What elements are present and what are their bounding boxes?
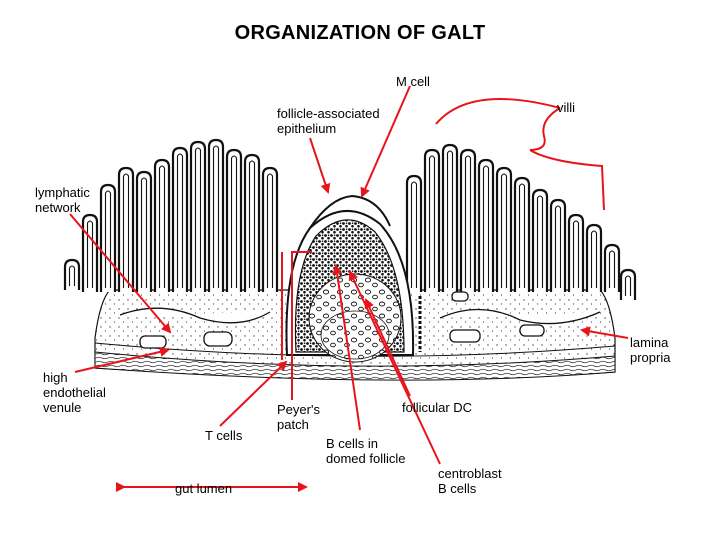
arrow-hev bbox=[74, 346, 170, 373]
label-follicle-epithelium: follicle-associated epithelium bbox=[277, 106, 380, 136]
villus bbox=[189, 140, 207, 292]
arrow-b-cells-domed bbox=[332, 264, 361, 431]
villus-core bbox=[194, 147, 202, 288]
label-hev: high endothelial venule bbox=[43, 370, 106, 415]
villus-core bbox=[590, 230, 598, 288]
arrow-centroblast bbox=[348, 270, 441, 465]
villus bbox=[619, 268, 637, 300]
villus bbox=[423, 148, 441, 292]
villus bbox=[225, 148, 243, 292]
villus-core bbox=[572, 220, 580, 288]
villus-core bbox=[608, 250, 616, 288]
villus-core bbox=[158, 165, 166, 288]
peyers-patch-dome bbox=[285, 210, 415, 363]
label-villi: villi bbox=[557, 100, 576, 115]
label-lymphatic-network: lymphatic network bbox=[35, 185, 90, 215]
arrow-follicular-dc bbox=[364, 298, 411, 397]
figure-title: ORGANIZATION OF GALT bbox=[234, 22, 486, 44]
villus-core bbox=[518, 183, 526, 288]
villus bbox=[405, 174, 423, 292]
label-m-cell: M cell bbox=[396, 74, 430, 89]
villus-core bbox=[624, 275, 632, 296]
lymphatic-vessels bbox=[119, 291, 601, 352]
villus-core bbox=[248, 160, 256, 288]
villus-core bbox=[446, 150, 454, 288]
villus bbox=[63, 258, 81, 290]
villus bbox=[261, 166, 279, 292]
villus-core bbox=[122, 173, 130, 288]
villus-core bbox=[464, 155, 472, 288]
villus-core bbox=[140, 177, 148, 288]
villi-group bbox=[63, 138, 637, 300]
villus bbox=[81, 213, 99, 292]
arrow-m-cell bbox=[360, 85, 411, 198]
villus bbox=[99, 183, 117, 292]
villus-core bbox=[428, 155, 436, 288]
villus bbox=[549, 198, 567, 292]
villus-core bbox=[104, 190, 112, 288]
villus bbox=[135, 170, 153, 292]
villus bbox=[603, 243, 621, 292]
villus bbox=[585, 223, 603, 292]
villus bbox=[441, 143, 459, 292]
villus-core bbox=[86, 220, 94, 288]
villus-core bbox=[266, 173, 274, 288]
bracket-villi-mid bbox=[529, 107, 561, 151]
label-centroblast: centroblast B cells bbox=[438, 466, 502, 496]
label-gut-lumen: gut lumen bbox=[175, 481, 233, 496]
villus-core bbox=[410, 181, 418, 288]
villus bbox=[477, 158, 495, 292]
label-peyers-patch: Peyer's patch bbox=[277, 402, 320, 432]
villus-core bbox=[536, 195, 544, 288]
villus bbox=[567, 213, 585, 292]
villus-core bbox=[230, 155, 238, 288]
annotation-arrows bbox=[69, 85, 629, 492]
label-b-cells-domed: B cells in domed follicle bbox=[326, 436, 406, 466]
label-follicular-dc: follicular DC bbox=[402, 400, 473, 415]
arrow-t-cells bbox=[219, 360, 288, 427]
villus-core bbox=[176, 153, 184, 288]
bracket-villi-right bbox=[529, 149, 605, 211]
villus-core bbox=[500, 173, 508, 288]
arrow-follicle-epithelium bbox=[309, 137, 331, 194]
villus bbox=[171, 146, 189, 292]
follicle-epithelium-outline bbox=[309, 194, 391, 229]
label-t-cells: T cells bbox=[205, 428, 243, 443]
villus bbox=[531, 188, 549, 292]
villus-core bbox=[212, 145, 220, 288]
bracket-villi-left bbox=[435, 98, 561, 125]
villus bbox=[513, 176, 531, 292]
villus bbox=[117, 166, 135, 292]
label-lamina-propria: lamina propria bbox=[630, 335, 671, 365]
arrow-lamina-propria bbox=[580, 326, 629, 339]
villus bbox=[243, 153, 261, 292]
villus bbox=[495, 166, 513, 292]
villus bbox=[459, 148, 477, 292]
villus bbox=[153, 158, 171, 292]
arrow-lymphatic-network bbox=[69, 213, 172, 334]
villus-core bbox=[482, 165, 490, 288]
villus-core bbox=[554, 205, 562, 288]
bracket-peyers-patch bbox=[291, 251, 312, 400]
villus bbox=[207, 138, 225, 292]
villus-core bbox=[68, 265, 76, 286]
